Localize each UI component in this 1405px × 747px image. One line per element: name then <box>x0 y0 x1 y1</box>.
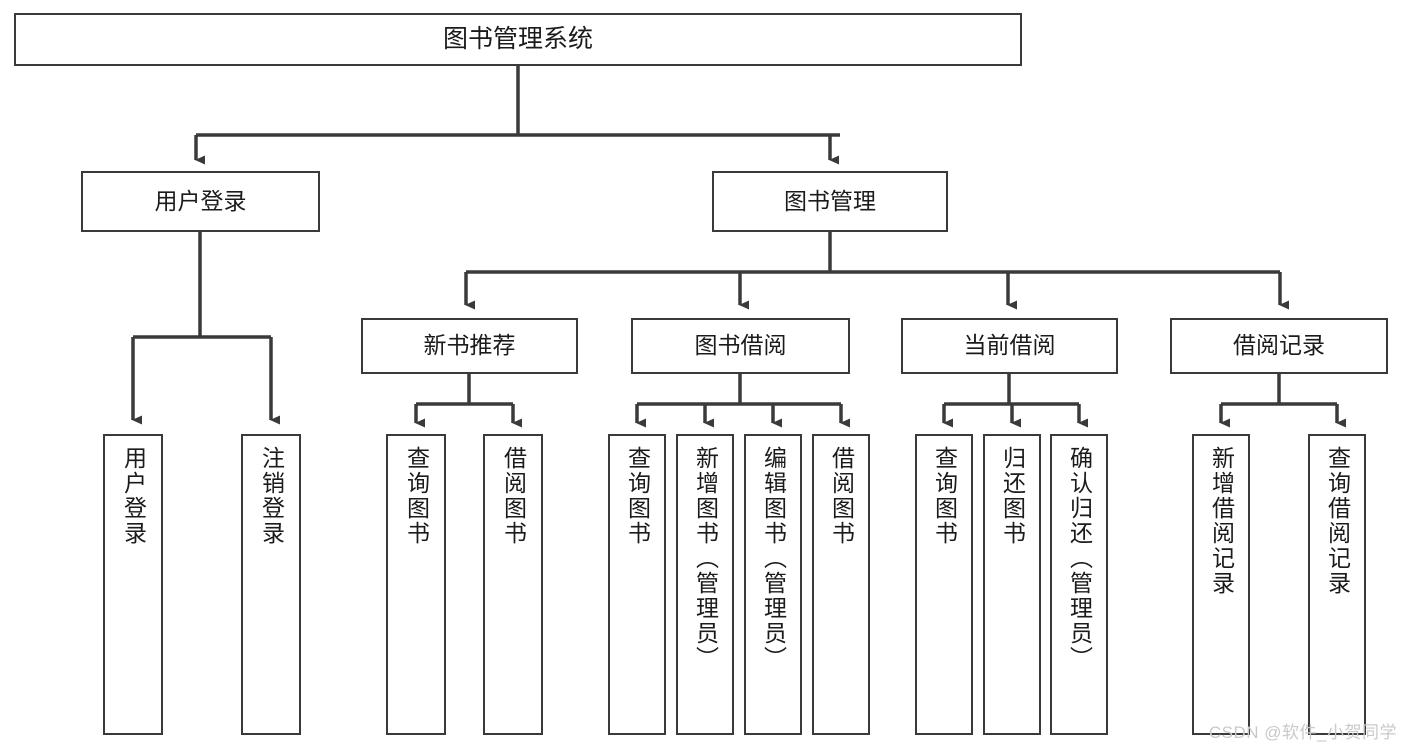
node-user-login-label: 用户登录 <box>154 187 247 214</box>
node-root[interactable]: 图书管理系统 <box>14 13 1022 66</box>
node-leaf-return-book[interactable]: 归还图书 <box>983 434 1041 735</box>
node-leaf-user-login[interactable]: 用户登录 <box>103 434 163 735</box>
node-leaf-borrow-book-1-label: 借阅图书 <box>500 446 527 546</box>
node-new-book-recommend[interactable]: 新书推荐 <box>361 318 578 374</box>
node-leaf-add-record-label: 新增借阅记录 <box>1208 446 1235 596</box>
node-user-login[interactable]: 用户登录 <box>81 171 320 232</box>
node-leaf-query-book-3-label: 查询图书 <box>931 446 958 546</box>
node-book-manage[interactable]: 图书管理 <box>712 171 948 232</box>
node-leaf-query-record[interactable]: 查询借阅记录 <box>1308 434 1366 735</box>
node-leaf-user-logout-label: 注销登录 <box>258 446 285 546</box>
node-root-label: 图书管理系统 <box>442 24 593 53</box>
node-leaf-add-record[interactable]: 新增借阅记录 <box>1192 434 1250 735</box>
node-new-book-recommend-label: 新书推荐 <box>423 332 516 359</box>
node-book-manage-label: 图书管理 <box>784 187 876 214</box>
csdn-watermark: CSDN @软件_小贺同学 <box>1208 723 1397 742</box>
node-leaf-borrow-book-2-label: 借阅图书 <box>828 446 855 546</box>
node-leaf-confirm-return-label: 确认归还（管理员） <box>1066 446 1093 671</box>
node-leaf-return-book-label: 归还图书 <box>999 446 1026 546</box>
node-leaf-edit-book[interactable]: 编辑图书（管理员） <box>744 434 802 735</box>
node-current-borrow-label: 当前借阅 <box>963 332 1056 359</box>
node-leaf-query-record-label: 查询借阅记录 <box>1324 446 1351 596</box>
node-book-borrow-label: 图书借阅 <box>694 332 787 359</box>
node-leaf-user-login-label: 用户登录 <box>120 446 147 546</box>
node-leaf-query-book-1[interactable]: 查询图书 <box>386 434 446 735</box>
node-leaf-query-book-1-label: 查询图书 <box>403 446 430 546</box>
node-leaf-query-book-2[interactable]: 查询图书 <box>608 434 666 735</box>
node-borrow-record[interactable]: 借阅记录 <box>1170 318 1388 374</box>
node-leaf-borrow-book-1[interactable]: 借阅图书 <box>483 434 543 735</box>
node-borrow-record-label: 借阅记录 <box>1233 332 1325 359</box>
node-leaf-edit-book-label: 编辑图书（管理员） <box>760 446 787 671</box>
node-leaf-query-book-3[interactable]: 查询图书 <box>915 434 973 735</box>
node-leaf-add-book[interactable]: 新增图书（管理员） <box>676 434 734 735</box>
node-leaf-borrow-book-2[interactable]: 借阅图书 <box>812 434 870 735</box>
node-leaf-query-book-2-label: 查询图书 <box>624 446 651 546</box>
node-leaf-user-logout[interactable]: 注销登录 <box>241 434 301 735</box>
node-book-borrow[interactable]: 图书借阅 <box>631 318 850 374</box>
node-leaf-add-book-label: 新增图书（管理员） <box>692 446 719 671</box>
node-leaf-confirm-return[interactable]: 确认归还（管理员） <box>1050 434 1108 735</box>
node-current-borrow[interactable]: 当前借阅 <box>901 318 1118 374</box>
